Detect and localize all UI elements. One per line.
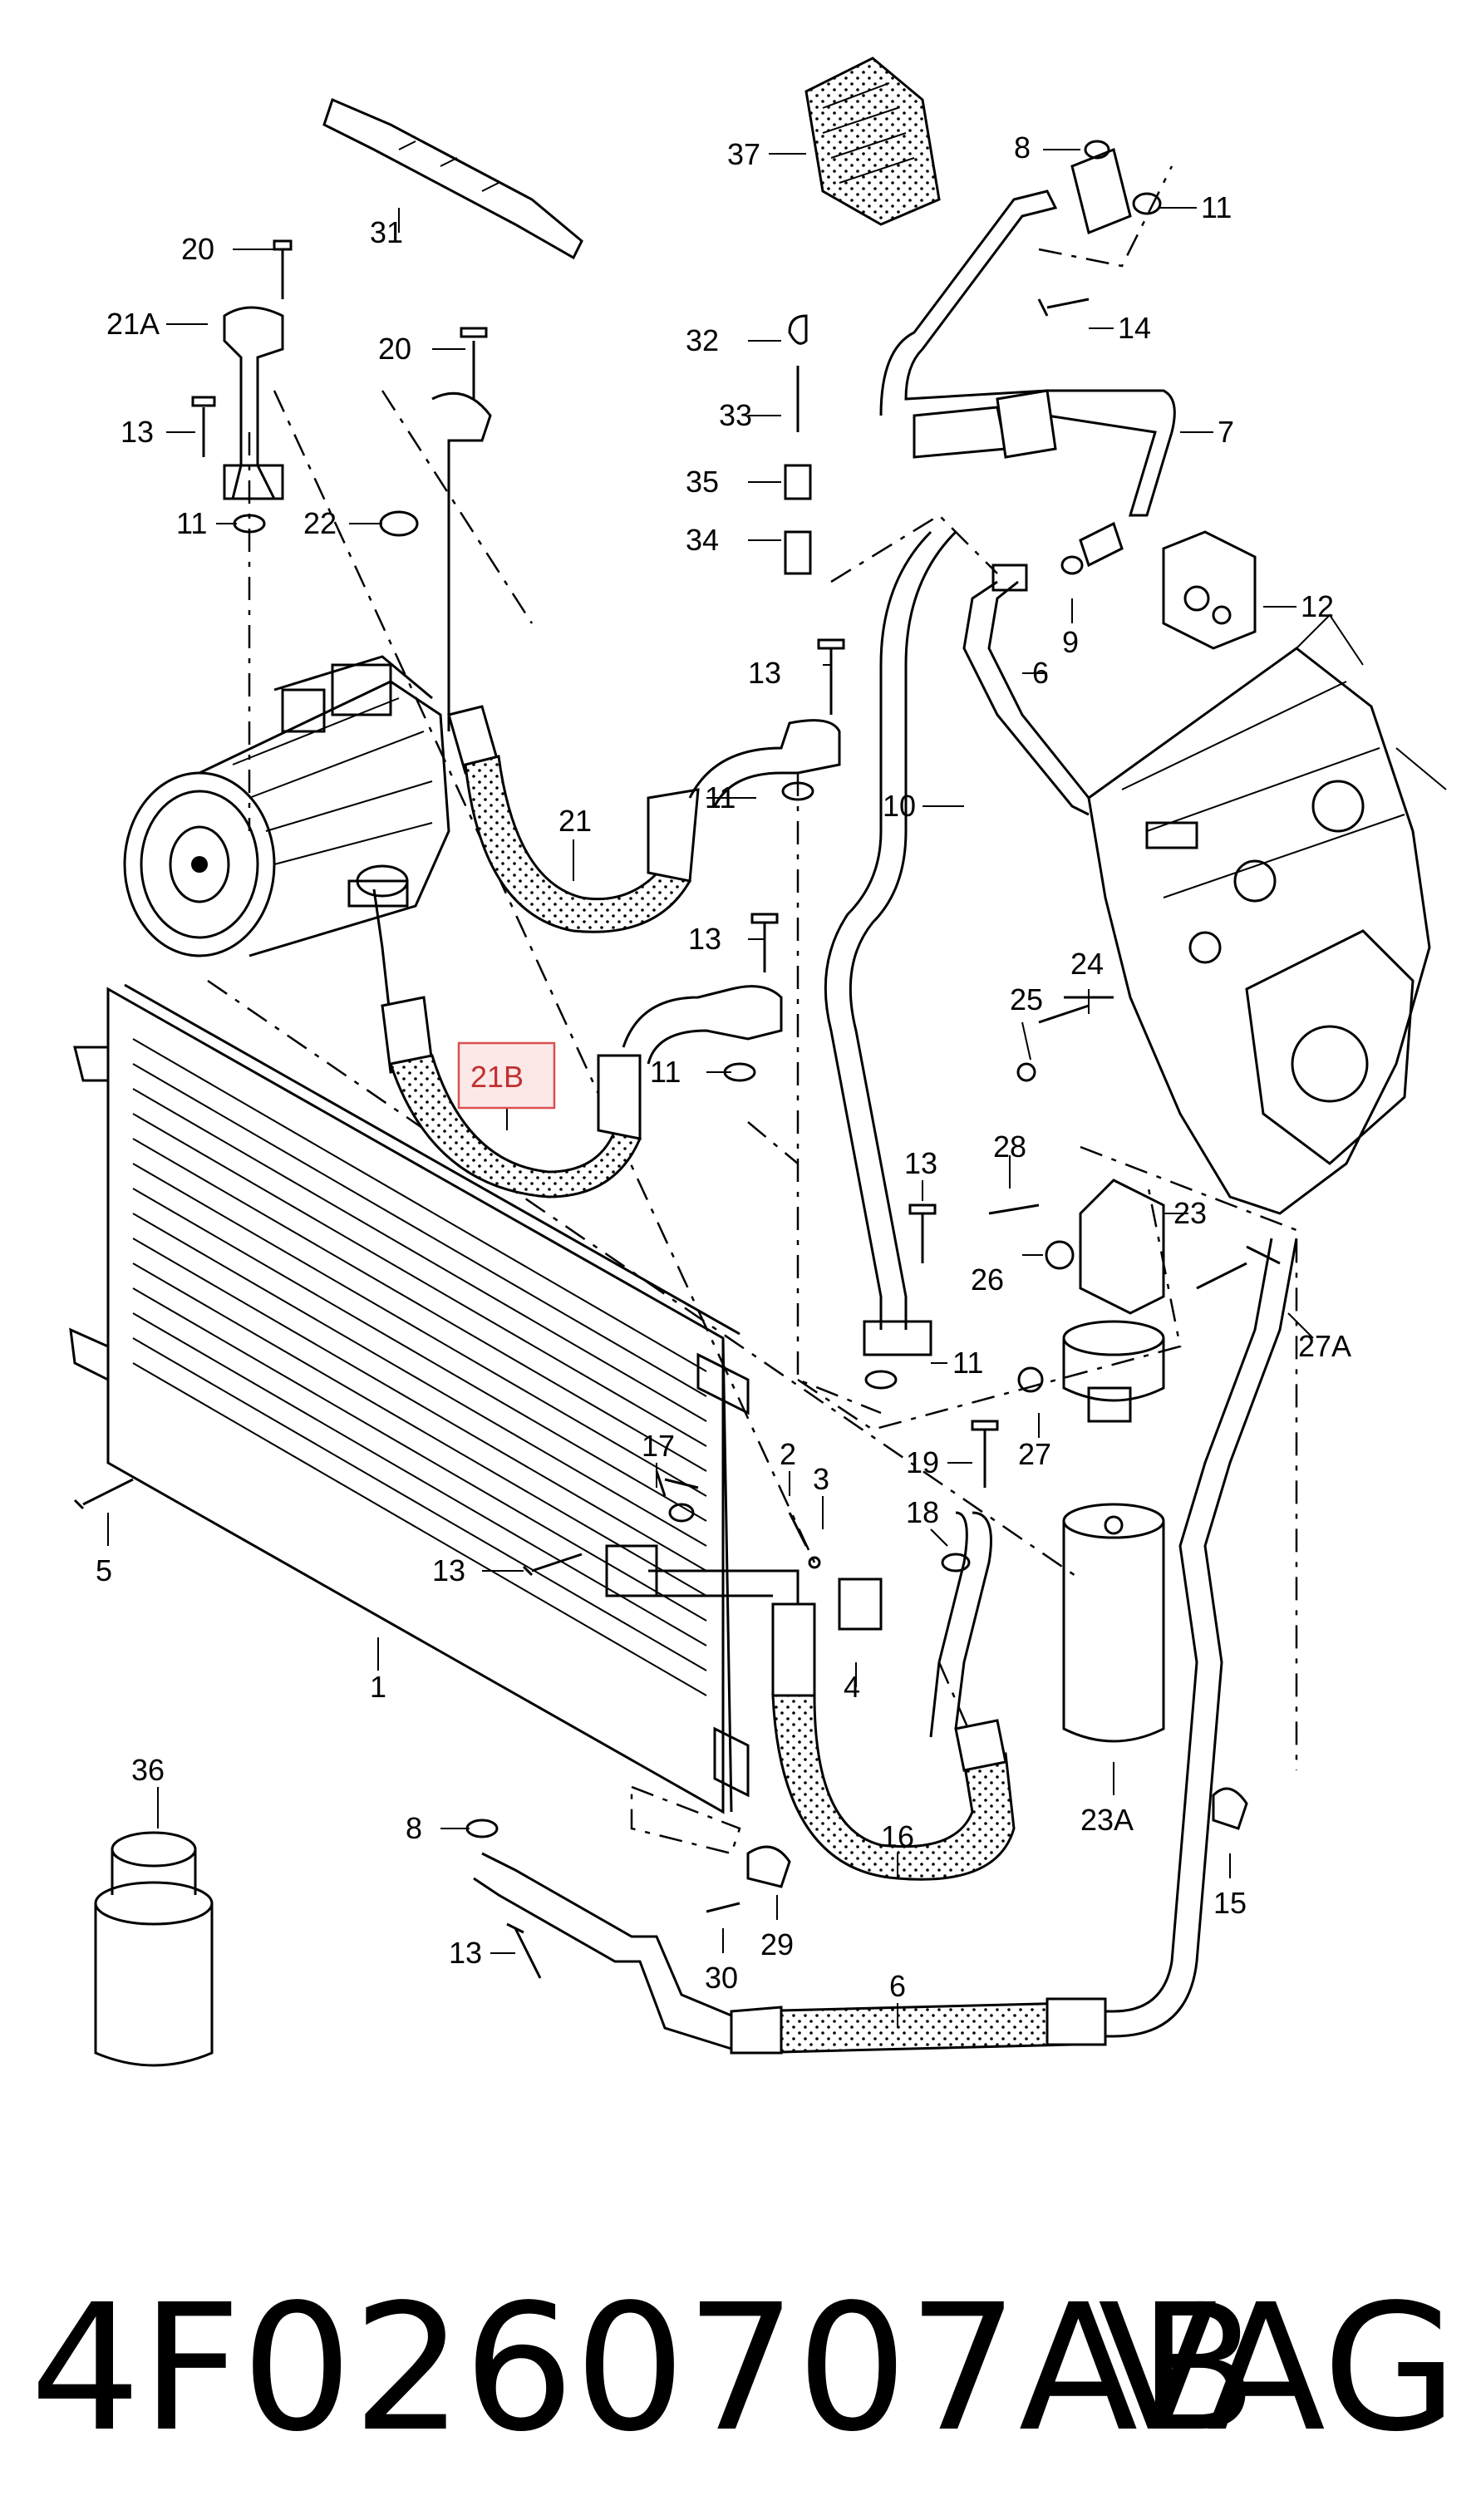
callout-28: 28 [993,1130,1026,1164]
callout-36: 36 [131,1753,165,1787]
bellows-37 [804,57,941,226]
callout-35: 35 [686,465,719,499]
receiver-drier [1062,1179,1165,1743]
callout-9: 9 [1062,625,1079,659]
callout-34: 34 [686,523,719,557]
callout-18: 18 [906,1495,939,1529]
callout-32: 32 [686,323,719,357]
callout-25: 25 [1010,982,1043,1016]
callout-29: 29 [760,1927,794,1961]
callout-26: 26 [971,1262,1004,1297]
callout-27a: 27A [1298,1329,1351,1363]
callout-22: 22 [303,506,337,540]
callout-8-top: 8 [1014,130,1031,165]
fasteners [73,140,1281,1979]
callout-14: 14 [1118,311,1151,345]
callout-12: 12 [1301,589,1334,623]
callout-23: 23 [1173,1196,1207,1230]
callout-33: 33 [719,398,752,432]
callout-2: 2 [780,1437,796,1471]
callout-11-mid: 11 [705,780,736,815]
callout-20-left: 20 [181,232,214,266]
callout-10: 10 [883,789,916,823]
callout-19: 19 [906,1445,939,1479]
callout-6-lower: 6 [889,1969,906,2003]
caption: 4F0260707AB VAG [0,2261,1476,2477]
callout-13-left: 13 [121,415,154,449]
callout-21: 21 [558,804,592,838]
engine-block [1087,613,1447,1215]
callout-30: 30 [705,1961,738,1995]
refrigerant-lines [223,97,1298,2055]
ac-parts-diagram: 37 8 11 31 20 21A 13 11 20 22 32 33 35 3… [69,57,1447,2067]
highlight-21b-box [457,1041,556,1110]
part-number: 4F0260707AB [30,2267,1258,2470]
callout-20-mid: 20 [378,332,411,366]
brand-name: VAG [1098,2267,1458,2470]
callout-11-top: 11 [1201,190,1232,224]
callout-13-mid2: 13 [688,922,721,956]
callout-23a: 23A [1080,1803,1134,1837]
callout-17: 17 [642,1429,675,1463]
callout-1: 1 [370,1670,386,1704]
callout-11-lower: 11 [650,1055,681,1089]
block-12 [1162,530,1257,650]
callout-16: 16 [881,1819,914,1853]
callout-11-right: 11 [952,1346,983,1380]
callout-31: 31 [370,215,403,249]
callout-37: 37 [727,137,760,171]
callout-13-lower: 13 [449,1936,482,1970]
callout-13-mid: 13 [748,656,781,690]
callout-13-cond: 13 [432,1553,465,1587]
callout-3: 3 [813,1462,829,1496]
callout-21a: 21A [106,307,160,341]
callout-labels: 37 8 11 31 20 21A 13 11 20 22 32 33 35 3… [96,130,1351,2003]
callout-5: 5 [96,1553,112,1587]
compressor [123,655,450,957]
callout-21b: 21B [470,1060,524,1094]
condenser [69,983,750,1814]
callout-15: 15 [1213,1886,1247,1920]
callout-7: 7 [1218,415,1234,449]
callout-27: 27 [1018,1437,1051,1471]
leader-lines [107,149,1314,2028]
callout-24: 24 [1070,947,1104,981]
refrigerant-can [94,1831,214,2067]
callout-8-lower: 8 [406,1811,422,1845]
callout-13-right: 13 [904,1146,937,1180]
callout-4: 4 [844,1670,860,1704]
callout-6-upper: 6 [1032,656,1049,690]
callout-11-left: 11 [176,506,207,540]
